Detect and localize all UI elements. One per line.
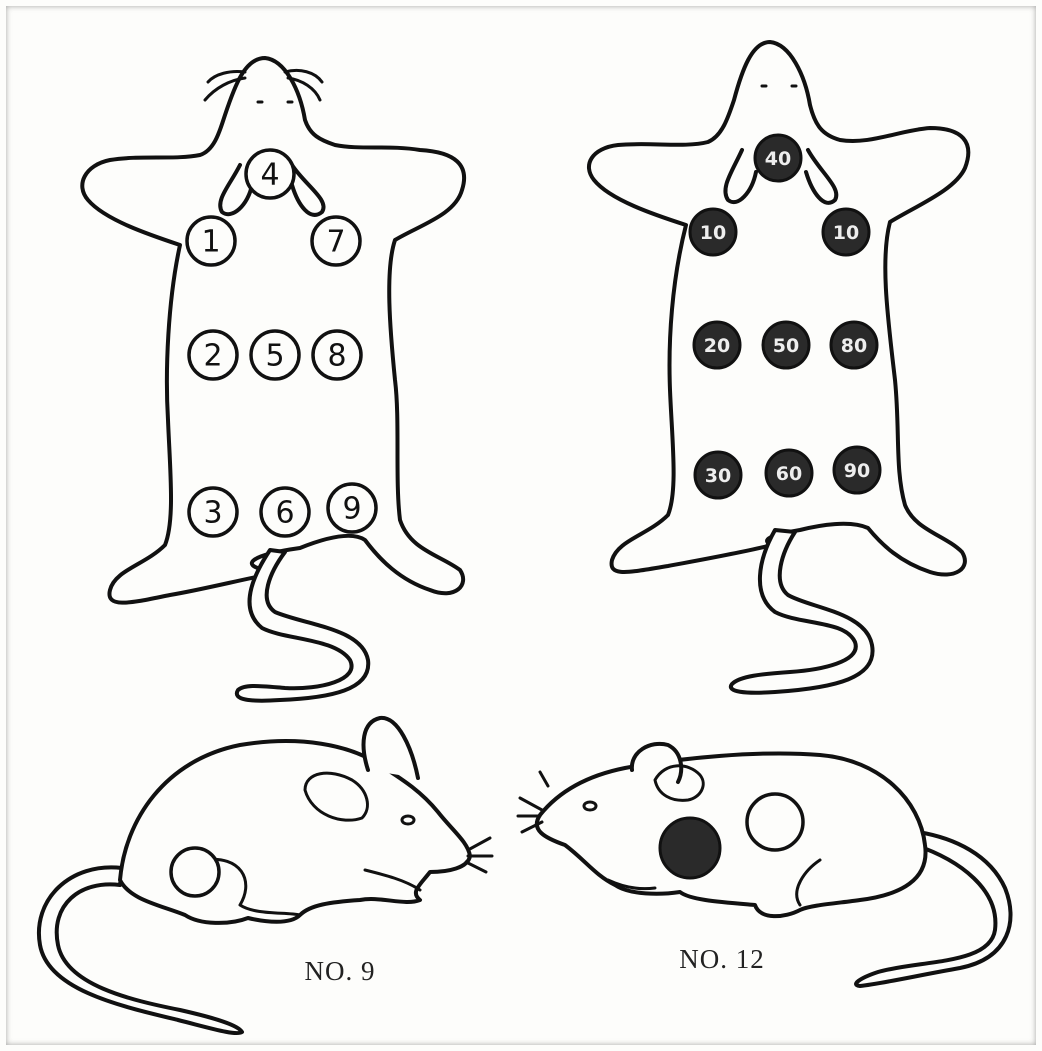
spot-number: 30 xyxy=(705,465,731,487)
spot-number: 2 xyxy=(203,339,222,374)
spot-number: 10 xyxy=(700,222,726,244)
spot-number: 5 xyxy=(265,339,284,374)
spot-right-10b: 10 xyxy=(823,209,869,255)
spot-right-80: 80 xyxy=(831,322,877,368)
caption-no9: NO. 9 xyxy=(305,956,376,986)
spot-right-10a: 10 xyxy=(690,209,736,255)
spot-number: 6 xyxy=(275,496,294,531)
spot-number: 3 xyxy=(203,496,222,531)
spot-number: 8 xyxy=(327,339,346,374)
spot-right-60: 60 xyxy=(766,450,812,496)
no12-mouse-body xyxy=(537,753,926,916)
no9-spot-open xyxy=(171,848,219,896)
spot-number: 9 xyxy=(342,492,361,527)
spot-number: 60 xyxy=(776,463,802,485)
spot-number: 90 xyxy=(844,460,870,482)
no9-mouse-ear-back xyxy=(364,718,418,778)
spot-number: 80 xyxy=(841,335,867,357)
no12-spot-open xyxy=(747,794,803,850)
spot-right-30: 30 xyxy=(695,452,741,498)
spot-left-9: 9 xyxy=(328,484,376,532)
spot-number: 4 xyxy=(260,158,279,193)
spot-left-2: 2 xyxy=(189,331,237,379)
caption-no12: NO. 12 xyxy=(679,944,765,974)
spot-number: 50 xyxy=(773,335,799,357)
spot-left-6: 6 xyxy=(261,488,309,536)
spot-number: 1 xyxy=(201,225,220,260)
spot-number: 20 xyxy=(704,335,730,357)
spot-left-3: 3 xyxy=(189,488,237,536)
spot-number: 10 xyxy=(833,222,859,244)
spot-right-40: 40 xyxy=(755,135,801,181)
spot-left-5: 5 xyxy=(251,331,299,379)
spot-number: 7 xyxy=(326,225,345,260)
spot-left-4: 4 xyxy=(246,150,294,198)
spot-left-7: 7 xyxy=(312,217,360,265)
spot-left-1: 1 xyxy=(187,217,235,265)
left-mouse-tail xyxy=(237,550,368,701)
spot-left-8: 8 xyxy=(313,331,361,379)
right-mouse-tail xyxy=(731,530,873,693)
spot-right-50: 50 xyxy=(763,322,809,368)
example-mouse-no9 xyxy=(39,718,492,1033)
no12-spot-dark xyxy=(660,818,720,878)
spot-number: 40 xyxy=(765,148,791,170)
spot-right-20: 20 xyxy=(694,322,740,368)
no9-mouse-whiskers xyxy=(466,838,492,872)
spot-right-90: 90 xyxy=(834,447,880,493)
